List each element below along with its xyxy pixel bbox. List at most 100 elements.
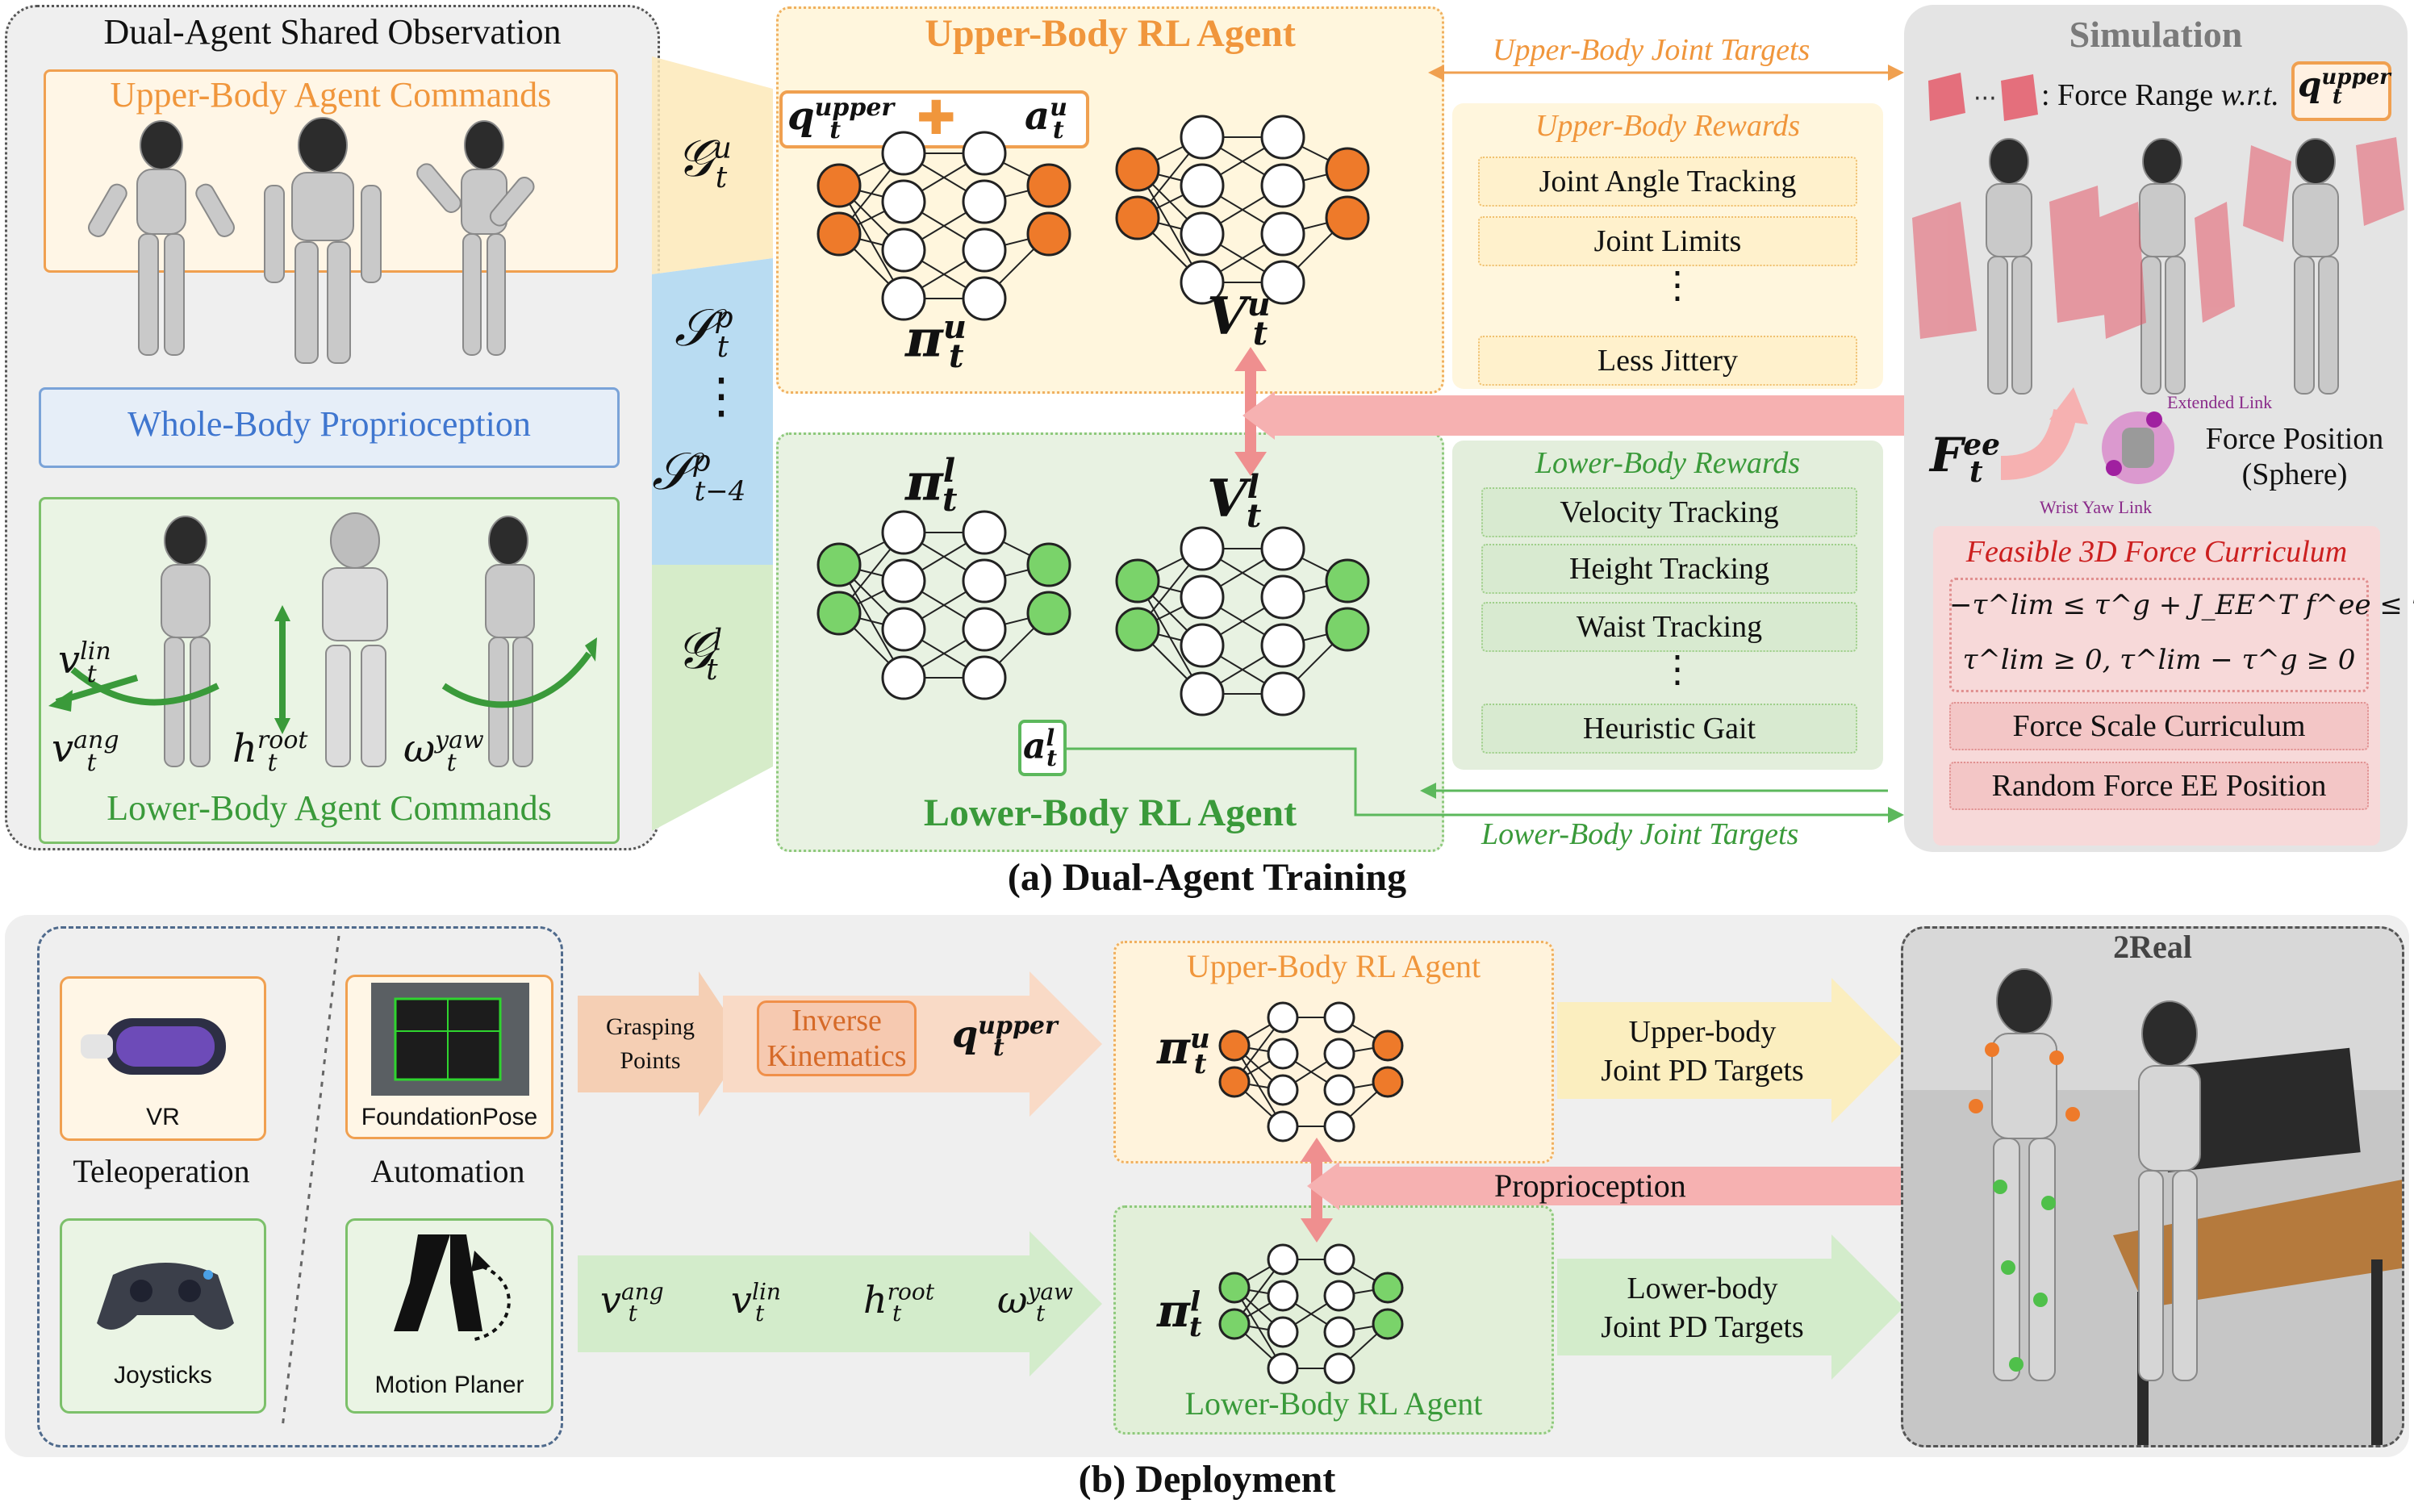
training-caption: (a) Dual-Agent Training [1007, 856, 1407, 899]
simulation-robots [1912, 137, 2404, 395]
lower-robot-figures [48, 512, 597, 767]
force-symbol: Feet [1930, 428, 2000, 489]
lower-reward-item: Velocity Tracking [1481, 487, 1857, 537]
pi-l-label: πlt [905, 452, 958, 520]
cmd-wyaw: ωyawt [403, 726, 484, 777]
q-upper-input: quppert [787, 94, 895, 144]
g-lower-symbol: 𝒢lt [676, 621, 723, 687]
curriculum-eq2: τ^lim ≥ 0, τ^lim − τ^g ≥ 0 [1962, 644, 2356, 676]
upper-commands-label: Upper-Body Agent Commands [110, 75, 552, 115]
nn-pi-u [816, 131, 1071, 321]
v-l-label: Vlt [1207, 468, 1262, 536]
random-force-ee: Random Force EE Position [1949, 762, 2369, 810]
s-dots: ⋮ [697, 370, 746, 423]
s-p-symbol: 𝒮pt [674, 299, 733, 364]
dep-q-upper: quppert [952, 1012, 1058, 1062]
foundationpose-label: FoundationPose [361, 1104, 538, 1130]
grasping-points-label: Grasping Points [606, 1013, 695, 1074]
upper-reward-item: Less Jittery [1478, 336, 1857, 386]
lower-input-arrow [578, 1231, 1102, 1376]
dep-cmd-vang: vangt [600, 1278, 664, 1327]
dep-cmd-vlin: vlint [731, 1278, 781, 1327]
proprioception-arrow [1307, 1162, 1904, 1210]
lower-reward-item: Waist Tracking [1481, 602, 1857, 652]
a-l-output: alt [1023, 725, 1058, 772]
joysticks-label: Joysticks [114, 1362, 212, 1389]
curriculum-title: Feasible 3D Force Curriculum [1965, 535, 2348, 569]
force-curve-arrow [2000, 387, 2088, 480]
vr-label: VR [146, 1104, 180, 1130]
cmd-vlin: vlint [58, 637, 111, 688]
dep-pi-l: πlt [1157, 1284, 1202, 1344]
nn-pi-l [816, 510, 1071, 700]
curriculum-eq1: −τ^lim ≤ τ^g + J_EE^T f^ee ≤ τ^lim [1949, 589, 2414, 621]
foundationpose-image [371, 983, 529, 1096]
dep-cmd-hroot: hroott [863, 1278, 934, 1327]
upper-joint-targets-label: Upper-Body Joint Targets [1493, 33, 1810, 67]
upper-pd-label: Upper-body Joint PD Targets [1601, 1015, 1804, 1088]
force-position-sub: (Sphere) [2241, 457, 2348, 491]
force-scale-curriculum: Force Scale Curriculum [1949, 702, 2369, 750]
upper-agent-title: Upper-Body RL Agent [925, 12, 1296, 55]
teleoperation-label: Teleoperation [73, 1153, 250, 1189]
nn-v-u [1115, 115, 1370, 305]
lower-commands-label: Lower-Body Agent Commands [106, 788, 552, 828]
curriculum-eq-box [1949, 578, 2369, 692]
dep-nn-upper [1218, 1001, 1404, 1142]
extended-link-label: Extended Link [2167, 392, 2273, 412]
motion-planer-label: Motion Planer [374, 1372, 524, 1398]
dep-lower-agent-title: Lower-Body RL Agent [1184, 1385, 1483, 1422]
upper-rewards-title: Upper-Body Rewards [1535, 109, 1801, 143]
lower-joint-targets-label: Lower-Body Joint Targets [1481, 817, 1799, 851]
lower-reward-item: Heuristic Gait [1481, 704, 1857, 754]
inverse-kinematics-box [757, 1000, 917, 1076]
deployment-caption: (b) Deployment [1078, 1458, 1336, 1501]
plus-icon: ✚ [917, 92, 956, 144]
proprioception-label: Whole-Body Proprioception [127, 404, 531, 444]
upper-reward-item: Joint Limits [1478, 216, 1857, 266]
motion-planer-card[interactable] [345, 1218, 553, 1414]
g-upper-symbol: 𝒢ut [676, 129, 732, 194]
lower-pd-label: Lower-body Joint PD Targets [1601, 1272, 1804, 1344]
input-action-box [779, 90, 1089, 148]
force-range-icons: ··· [1928, 73, 2038, 121]
nn-v-l [1115, 526, 1370, 716]
lower-reward-item: Height Tracking [1481, 544, 1857, 594]
proprioception-box [39, 387, 620, 468]
force-arrow [1242, 391, 1904, 440]
force-range-label: : Force Range w.r.t. [2041, 78, 2279, 112]
walking-icon [394, 1234, 511, 1341]
shared-observation-title: Dual-Agent Shared Observation [103, 12, 562, 52]
cmd-vang: vangt [52, 726, 119, 777]
lower-rewards-title: Lower-Body Rewards [1535, 446, 1801, 480]
lower-pd-arrow [1557, 1234, 1904, 1380]
proprioception-arrow-label: Proprioception [1494, 1167, 1686, 1204]
dep-pi-u: πut [1157, 1021, 1210, 1081]
force-position-label: Force Position [2205, 422, 2384, 456]
force-range-q-box [2291, 61, 2391, 121]
force-range-q: quppert [2298, 65, 2391, 110]
simulation-title: Simulation [2069, 14, 2243, 55]
automation-label: Automation [370, 1153, 525, 1189]
joystick-icon [97, 1263, 234, 1330]
joysticks-card[interactable] [60, 1218, 266, 1414]
a-u-output: aut [1025, 94, 1067, 144]
dep-upper-agent-title: Upper-Body RL Agent [1186, 948, 1481, 984]
two-real-label: 2Real [2113, 929, 2192, 965]
upper-pd-arrow [1557, 978, 1904, 1123]
upper-robot-figures [87, 117, 535, 364]
joint-target-arrows [1065, 65, 1904, 823]
inverse-kinematics-label: Inverse Kinematics [766, 1004, 907, 1073]
dep-nn-lower [1218, 1243, 1404, 1385]
hand-icon [2102, 411, 2174, 484]
real-robot-panel [1901, 926, 2404, 1447]
sources-divider [281, 935, 340, 1429]
command-sources-panel [37, 926, 563, 1447]
cmd-hroot: hroott [232, 726, 308, 777]
upper-rewards-dots: ⋮ [1659, 265, 1696, 306]
s-p4-symbol: 𝒮pt−4 [652, 442, 746, 507]
wrist-yaw-link-label: Wrist Yaw Link [2040, 497, 2153, 517]
vr-headset-icon [81, 1018, 226, 1075]
lower-agent-title: Lower-Body RL Agent [923, 792, 1297, 834]
upper-reward-item: Joint Angle Tracking [1478, 157, 1857, 207]
